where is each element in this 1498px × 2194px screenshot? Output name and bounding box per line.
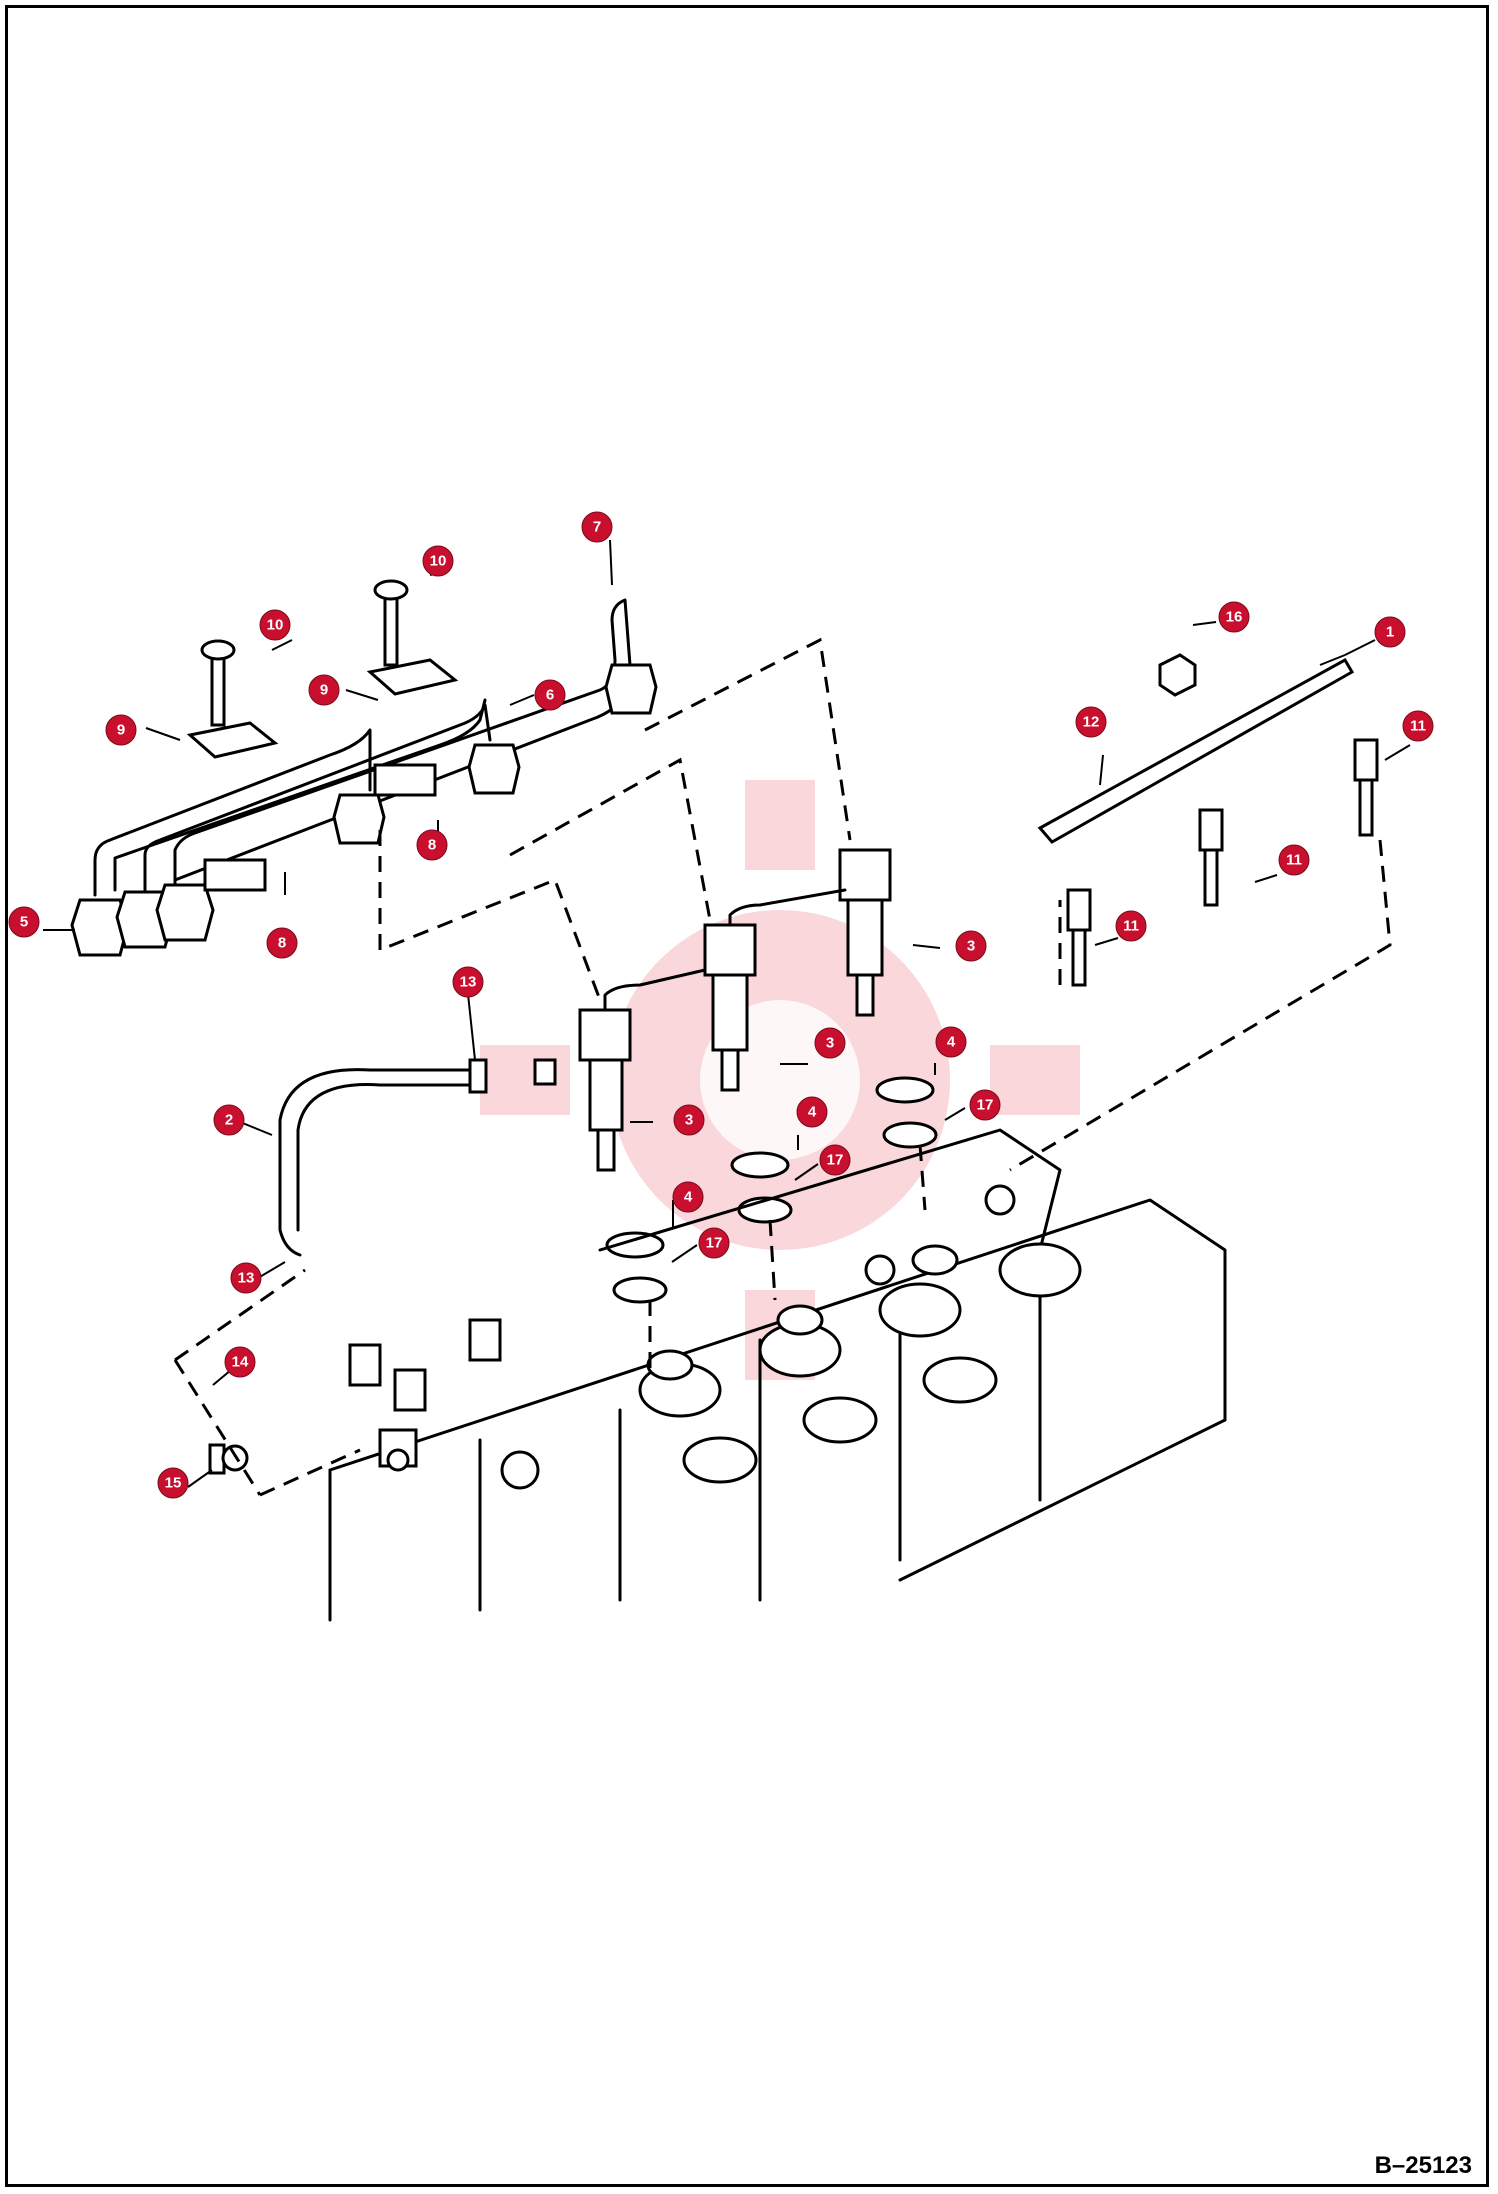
callout-6: 6 — [534, 679, 566, 711]
cylinder-head — [328, 1128, 1227, 1622]
glow-plug — [1353, 738, 1379, 837]
callout-14: 14 — [224, 1346, 256, 1378]
callout-3a: 3 — [955, 930, 987, 962]
callouts: 7 10 10 9 9 6 8 8 5 16 1 12 11 11 11 3 3… — [8, 511, 1434, 1499]
callout-5: 5 — [8, 906, 40, 938]
svg-text:14: 14 — [232, 1354, 249, 1371]
watermark-gear-icon — [480, 780, 1080, 1380]
pipe-nut — [332, 793, 386, 845]
svg-text:15: 15 — [165, 1475, 182, 1492]
callout-15: 15 — [157, 1467, 189, 1499]
leader-lines — [43, 539, 1411, 1488]
callout-11c: 11 — [1115, 910, 1147, 942]
callout-10a: 10 — [422, 545, 454, 577]
callout-7: 7 — [581, 511, 613, 543]
callout-11a: 11 — [1402, 710, 1434, 742]
assembly-dashed-lines — [173, 637, 1392, 1497]
svg-text:10: 10 — [430, 553, 447, 570]
svg-text:3: 3 — [685, 1112, 693, 1129]
svg-text:6: 6 — [546, 687, 554, 704]
svg-text:16: 16 — [1226, 609, 1243, 626]
glow-plug — [1066, 888, 1092, 987]
pipe-nut — [70, 898, 130, 957]
svg-text:17: 17 — [827, 1152, 844, 1169]
callout-11b: 11 — [1278, 844, 1310, 876]
svg-text:3: 3 — [826, 1035, 834, 1052]
svg-text:11: 11 — [1410, 718, 1426, 735]
pipe-clamps — [186, 579, 459, 892]
callout-3c: 3 — [673, 1104, 705, 1136]
callout-8a: 8 — [416, 829, 448, 861]
gaskets — [605, 1076, 938, 1304]
svg-text:3: 3 — [967, 938, 975, 955]
svg-text:10: 10 — [267, 617, 284, 634]
svg-text:11: 11 — [1286, 852, 1302, 869]
svg-text:4: 4 — [808, 1104, 817, 1121]
callout-17a: 17 — [969, 1089, 1001, 1121]
svg-text:9: 9 — [117, 722, 125, 739]
svg-text:17: 17 — [706, 1235, 723, 1252]
svg-text:4: 4 — [947, 1034, 956, 1051]
callout-4c: 4 — [672, 1181, 704, 1213]
callout-8b: 8 — [266, 927, 298, 959]
injection-pipe-assembly — [70, 598, 658, 957]
glow-plug-assembly — [1037, 653, 1379, 987]
pipe-nut — [467, 743, 521, 795]
callout-2: 2 — [213, 1104, 245, 1136]
svg-text:13: 13 — [460, 974, 477, 991]
pipe-nut — [155, 883, 215, 942]
svg-text:17: 17 — [977, 1097, 994, 1114]
callout-17b: 17 — [819, 1144, 851, 1176]
pipe-nut — [604, 663, 658, 715]
svg-text:9: 9 — [320, 682, 328, 699]
callout-16: 16 — [1218, 601, 1250, 633]
callout-9b: 9 — [105, 714, 137, 746]
callout-4b: 4 — [796, 1096, 828, 1128]
drawing-number: B–25123 — [1374, 2152, 1472, 2179]
callout-10b: 10 — [259, 609, 291, 641]
svg-text:8: 8 — [428, 837, 436, 854]
callout-12: 12 — [1075, 706, 1107, 738]
svg-text:2: 2 — [225, 1112, 233, 1129]
svg-text:11: 11 — [1123, 918, 1139, 935]
glow-plug — [1198, 808, 1224, 907]
return-pipe — [208, 1058, 557, 1475]
injector — [703, 923, 757, 1092]
injector-nozzles — [578, 848, 892, 1172]
callout-3b: 3 — [814, 1027, 846, 1059]
svg-text:12: 12 — [1083, 714, 1100, 731]
svg-text:7: 7 — [593, 519, 601, 536]
callout-1: 1 — [1374, 616, 1406, 648]
callout-9a: 9 — [308, 674, 340, 706]
callout-13a: 13 — [452, 966, 484, 998]
svg-text:8: 8 — [278, 935, 286, 952]
svg-text:5: 5 — [20, 914, 28, 931]
injector — [578, 1008, 632, 1172]
svg-text:13: 13 — [238, 1270, 255, 1287]
callout-4a: 4 — [935, 1026, 967, 1058]
callout-17c: 17 — [698, 1227, 730, 1259]
callout-13b: 13 — [230, 1262, 262, 1294]
injector — [838, 848, 892, 1017]
svg-text:1: 1 — [1386, 624, 1394, 641]
svg-text:4: 4 — [684, 1189, 693, 1206]
